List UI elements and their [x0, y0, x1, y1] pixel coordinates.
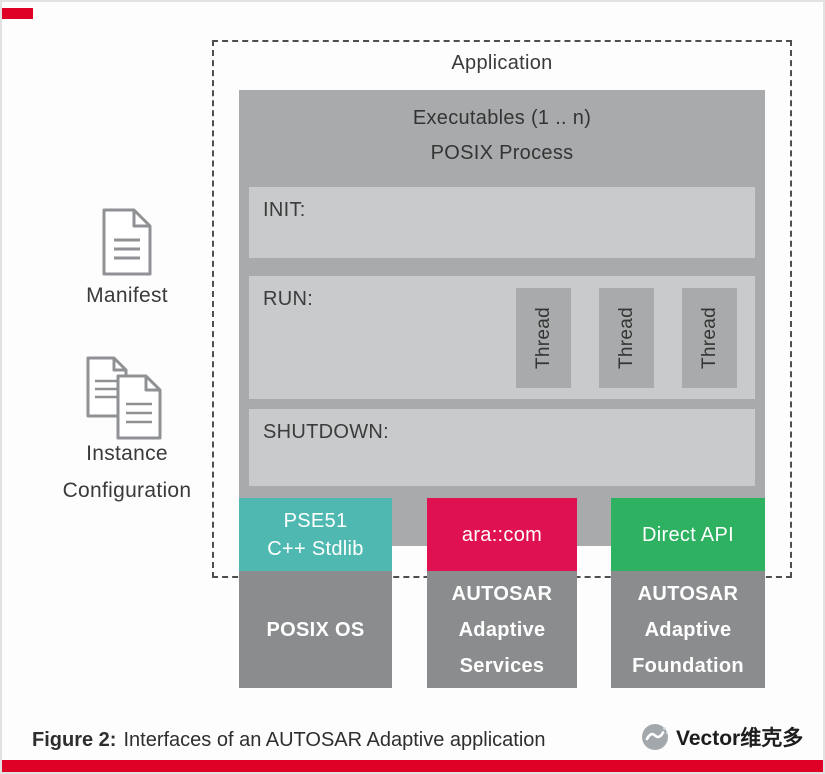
- application-label: Application: [451, 52, 553, 74]
- platform-label: Adaptive: [644, 618, 732, 641]
- brand-accent-bottom-bar: [2, 760, 823, 772]
- platform-adaptive-services-box: AUTOSAR Adaptive Services: [427, 571, 577, 688]
- manifest-document-icon: [102, 208, 152, 276]
- platform-label: POSIX OS: [266, 618, 365, 641]
- process-title: POSIX Process: [430, 142, 574, 164]
- platform-label: Adaptive: [458, 618, 546, 641]
- platform-label: Foundation: [632, 654, 744, 677]
- platform-label: Services: [459, 654, 545, 677]
- instance-configuration-label: Instance: [86, 442, 168, 465]
- platform-label: AUTOSAR: [451, 582, 553, 605]
- thread-box: Thread: [599, 288, 654, 388]
- platform-posix-os-box: POSIX OS: [239, 571, 392, 688]
- interface-pse51-box: PSE51 C++ Stdlib: [239, 498, 392, 571]
- interface-direct-api-box: Direct API: [611, 498, 765, 571]
- run-phase-box: RUN:: [249, 276, 755, 399]
- executables-title: Executables (1 .. n): [412, 107, 592, 129]
- run-label: RUN:: [263, 288, 314, 310]
- instance-configuration-label: Configuration: [62, 479, 192, 502]
- interface-label: C++ Stdlib: [267, 537, 364, 560]
- interface-label: ara::com: [461, 523, 543, 546]
- platform-label: AUTOSAR: [637, 582, 739, 605]
- shutdown-phase-box: SHUTDOWN:: [249, 409, 755, 486]
- vector-logo-icon: [642, 724, 668, 750]
- init-phase-box: INIT:: [249, 187, 755, 258]
- thread-label: Thread: [698, 306, 720, 369]
- watermark: Vector维克多: [640, 722, 803, 752]
- shutdown-label: SHUTDOWN:: [263, 421, 390, 443]
- thread-label: Thread: [532, 306, 554, 369]
- figure-number-label: Figure 2:: [32, 729, 117, 751]
- manifest-label: Manifest: [86, 284, 168, 307]
- init-label: INIT:: [263, 199, 306, 221]
- instance-configuration-documents-icon: [86, 356, 162, 440]
- thread-box: Thread: [682, 288, 737, 388]
- interface-label: PSE51: [283, 509, 348, 532]
- thread-box: Thread: [516, 288, 571, 388]
- figure-caption-text: Interfaces of an AUTOSAR Adaptive applic…: [123, 729, 546, 751]
- interface-label: Direct API: [642, 523, 734, 546]
- posix-process-titles: Executables (1 .. n) POSIX Process: [239, 90, 765, 171]
- brand-accent-top-bar: [2, 8, 33, 19]
- platform-adaptive-foundation-box: AUTOSAR Adaptive Foundation: [611, 571, 765, 688]
- figure-caption: Figure 2: Interfaces of an AUTOSAR Adapti…: [32, 729, 546, 752]
- watermark-text: Vector维克多: [676, 727, 804, 750]
- thread-label: Thread: [615, 306, 637, 369]
- interface-ara-com-box: ara::com: [427, 498, 577, 571]
